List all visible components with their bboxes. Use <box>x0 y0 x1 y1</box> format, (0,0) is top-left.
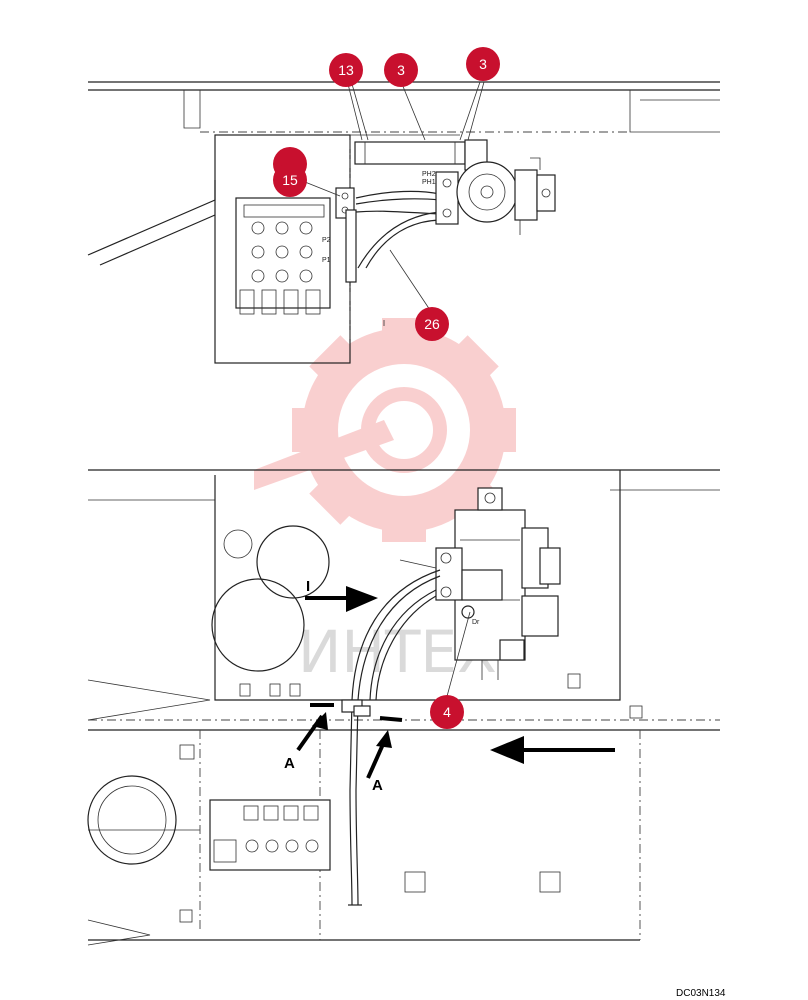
port-label-p2: P2 <box>322 237 331 244</box>
port-label-ph2: PH2 <box>422 171 436 178</box>
section-letter-a-right: A <box>372 777 383 794</box>
pump-assembly-top <box>435 157 556 235</box>
port-label-p1: P1 <box>322 257 331 264</box>
callout-3-right[interactable]: 3 <box>466 47 500 81</box>
bottom-view: Dr <box>87 469 720 946</box>
control-valve-spools <box>239 204 325 315</box>
port-label-ph1: PH1 <box>422 179 436 186</box>
section-letter-a-left: A <box>284 755 295 772</box>
callout-4[interactable]: 4 <box>430 695 464 729</box>
callout-3-left[interactable]: 3 <box>384 53 418 87</box>
svg-text:3: 3 <box>479 56 487 72</box>
watermark-gear-logo <box>254 318 516 542</box>
callout-15[interactable]: 15 <box>273 147 307 197</box>
callout-13[interactable]: 13 <box>329 53 363 87</box>
callout-26[interactable]: 26 <box>415 307 449 341</box>
top-view: P2 P1 PH2 PH1 <box>87 81 720 364</box>
svg-text:15: 15 <box>282 172 298 188</box>
svg-text:3: 3 <box>397 62 405 78</box>
port-label-dr: Dr <box>472 619 480 626</box>
control-valve-bottom <box>209 799 331 871</box>
svg-text:13: 13 <box>338 62 354 78</box>
view-letter-i: I <box>306 578 310 595</box>
pump-assembly-bottom <box>435 487 561 680</box>
drawing-code: DC03N134 <box>676 988 726 999</box>
svg-text:4: 4 <box>443 704 451 720</box>
svg-text:26: 26 <box>424 316 440 332</box>
